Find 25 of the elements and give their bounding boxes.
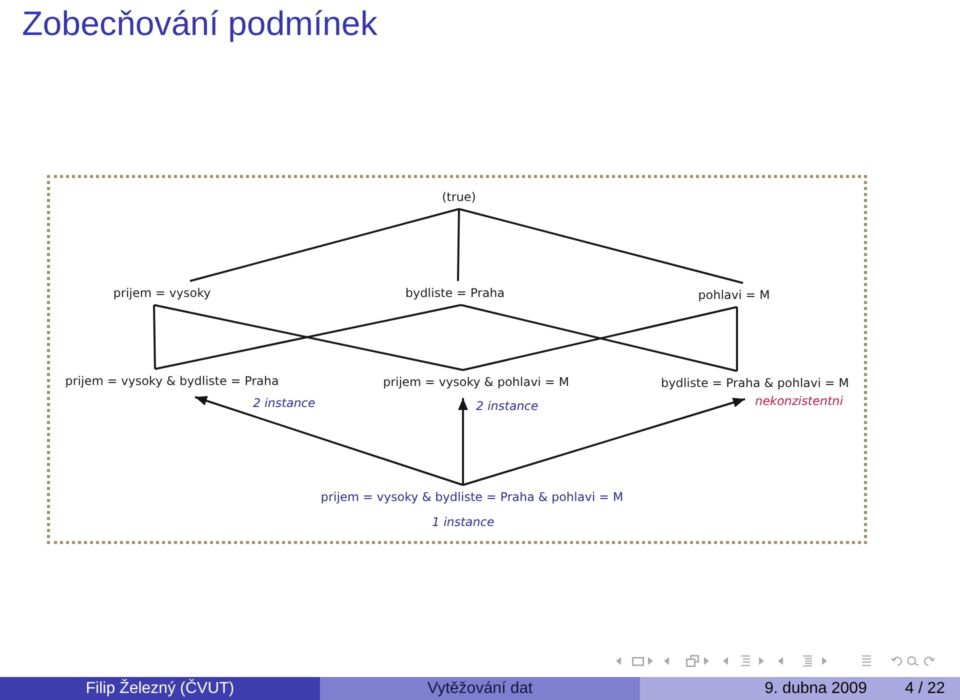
instance-count-note: 2 instance	[253, 395, 316, 411]
condition-label: prijem = vysoky & bydliste = Praha & pohlavi = M	[320, 489, 624, 505]
connector-line	[736, 307, 738, 371]
connector-line	[458, 208, 744, 284]
condition-label: prijem = vysoky	[113, 285, 211, 301]
condition-label: prijem = vysoky & pohlavi = M	[382, 374, 570, 390]
connector-line	[457, 208, 460, 282]
status-note: nekonzistentni	[755, 393, 844, 409]
connector-line	[190, 208, 460, 282]
page-number: 4 / 22	[904, 678, 945, 698]
instance-count-note: 2 instance	[476, 398, 538, 414]
instance-count-note: 1 instance	[432, 514, 494, 530]
condition-label: prijem = vysoky & bydliste = Praha	[65, 373, 279, 389]
arrow	[462, 398, 746, 486]
date-label: 9. dubna 2009	[764, 678, 867, 698]
condition-label: (true)	[442, 189, 476, 205]
condition-label: bydliste = Praha	[405, 285, 505, 301]
slide-title: Zobecňování podmínek	[22, 4, 378, 44]
condition-label: pohlavi = M	[698, 287, 770, 303]
author-label: Filip Železný (ČVUT)	[86, 678, 234, 698]
condition-label: bydliste = Praha & pohlavi = M	[661, 375, 849, 391]
arrow	[458, 398, 468, 485]
arrow	[194, 396, 464, 486]
presentation-title: Vytěžování dat	[427, 678, 533, 698]
connector-line	[153, 304, 156, 370]
